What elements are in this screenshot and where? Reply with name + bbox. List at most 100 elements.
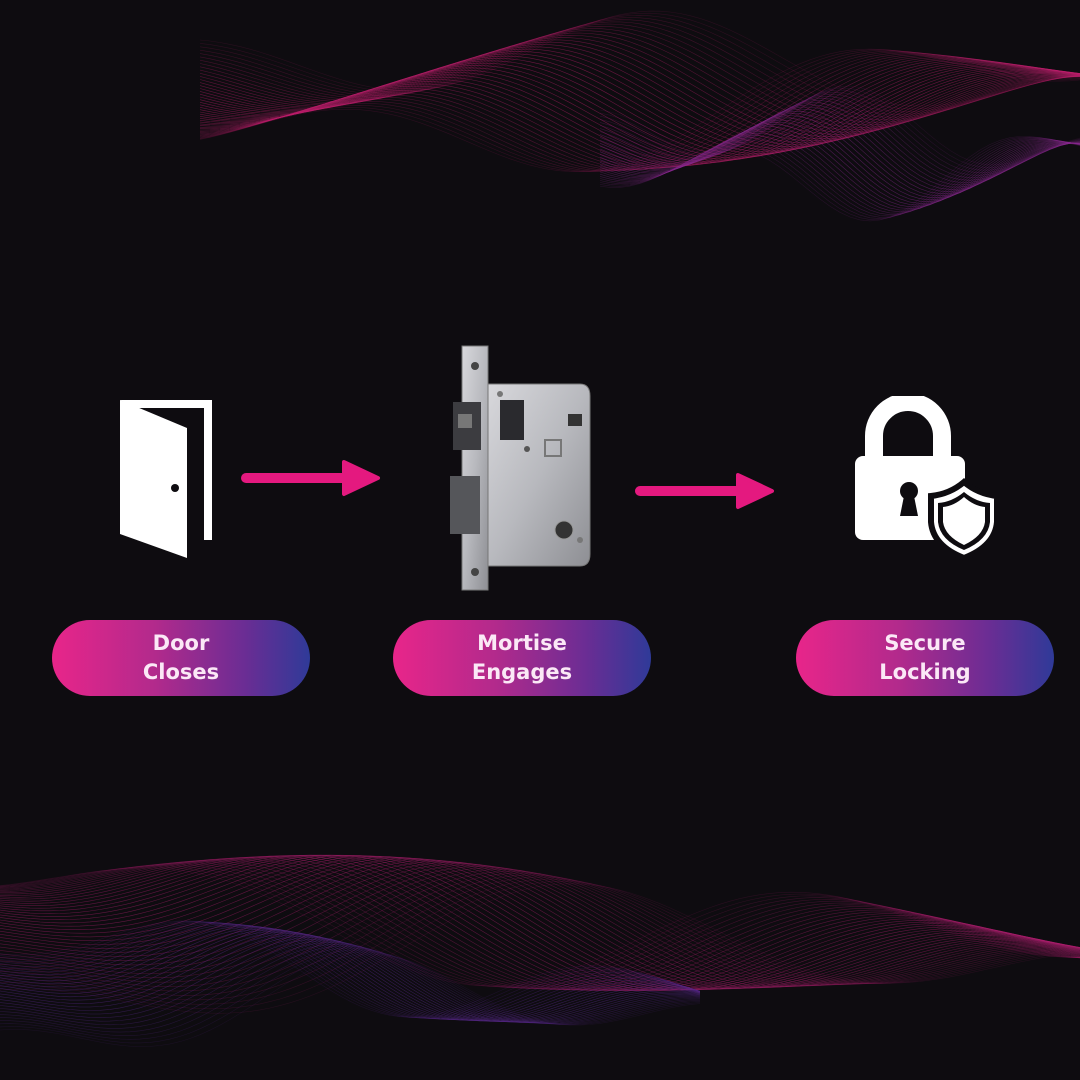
wave-line: [199, 58, 1080, 167]
wave-line: [0, 863, 1080, 989]
wave-line: [199, 60, 1080, 167]
step-label-line: Engages: [471, 660, 573, 684]
wave-line: [0, 934, 701, 1023]
wave-line: [0, 863, 1080, 987]
wave-line: [199, 54, 1080, 171]
wave-line: [0, 928, 701, 1022]
wave-line: [0, 933, 701, 1023]
wave-line: [0, 938, 701, 1024]
wave-line: [0, 880, 1080, 1010]
wave-line: [0, 924, 701, 1021]
step-label-line: Closes: [142, 660, 220, 684]
wave-line: [199, 17, 1080, 115]
wave-line: [199, 57, 1080, 169]
mortise-lock-icon: [450, 345, 591, 591]
wave-line: [0, 947, 701, 1036]
wave-line: [599, 95, 1080, 179]
wave-line: [599, 121, 1080, 204]
wave-line: [599, 110, 1080, 194]
wave-line: [599, 102, 1080, 186]
door-icon: [120, 400, 212, 558]
wave-line: [599, 128, 1080, 209]
wave-line: [199, 53, 1080, 171]
wave-line: [0, 855, 1080, 990]
wave-line: [199, 63, 1080, 164]
wave-line: [0, 864, 1080, 987]
wave-line: [0, 855, 1080, 991]
step-label-secure-locking: Secure Locking: [796, 620, 1054, 696]
wave-line: [599, 136, 1080, 220]
wave-line: [199, 51, 1080, 149]
wave-line: [0, 856, 1080, 990]
wave-line: [199, 14, 1080, 113]
wave-line: [0, 930, 701, 1022]
wave-line: [0, 858, 1080, 989]
wave-line: [0, 857, 1080, 991]
wave-line: [0, 864, 1080, 989]
wave-line: [599, 108, 1080, 192]
wave-line: [0, 854, 1080, 991]
wave-line: [199, 39, 1080, 140]
wave-line: [199, 60, 1080, 166]
wave-line: [199, 61, 1080, 165]
wave-line: [199, 53, 1080, 151]
wave-line: [599, 85, 1080, 166]
wave-line: [199, 23, 1080, 123]
wave-line: [0, 942, 701, 1026]
wave-line: [0, 870, 1080, 987]
wave-line: [599, 87, 1080, 169]
wave-line: [0, 926, 701, 1022]
wave-line: [199, 25, 1080, 126]
wave-line: [199, 51, 1080, 172]
wave-line: [199, 65, 1080, 159]
wave-line: [0, 854, 1080, 991]
wave-line: [199, 57, 1080, 168]
wave-line: [0, 860, 1080, 990]
wave-line: [199, 37, 1080, 138]
wave-line: [199, 10, 1080, 107]
wave-line: [0, 867, 1080, 986]
wave-line: [599, 119, 1080, 202]
wave-line: [599, 135, 1080, 214]
arrow-right-icon: [635, 473, 774, 509]
wave-line: [599, 138, 1080, 217]
arrow-right-icon: [241, 460, 380, 496]
wave-line: [0, 861, 1080, 990]
wave-line: [199, 44, 1080, 144]
wave-line: [199, 62, 1080, 157]
wave-line: [0, 872, 1080, 992]
wave-line: [199, 32, 1080, 133]
wave-line: [0, 858, 1080, 991]
wave-line: [0, 878, 1080, 1005]
wave-line: [599, 130, 1080, 211]
wave-line: [199, 64, 1080, 163]
wave-line: [199, 28, 1080, 128]
wave-line: [0, 855, 1080, 990]
wave-line: [199, 50, 1080, 172]
wave-line: [199, 19, 1080, 118]
wave-line: [0, 860, 1080, 988]
wave-line: [0, 856, 1080, 991]
wave-line: [0, 953, 701, 1047]
padlock-shield-icon: [855, 396, 1000, 562]
wave-line: [599, 126, 1080, 208]
wave-line: [0, 922, 701, 1020]
step-label-line: Door: [152, 631, 210, 655]
wave-line: [0, 935, 701, 1023]
wave-line: [0, 855, 1080, 991]
wave-line: [0, 855, 1080, 991]
wave-line: [599, 93, 1080, 176]
step-label-line: Mortise: [477, 631, 567, 655]
wave-line: [0, 857, 1080, 989]
wave-line: [0, 858, 1080, 988]
wave-line: [599, 124, 1080, 206]
wave-line: [0, 859, 1080, 988]
wave-line: [0, 937, 701, 1023]
wave-line: [0, 862, 1080, 990]
wave-line: [199, 21, 1080, 121]
wave-line: [599, 104, 1080, 188]
wave-line: [0, 920, 701, 1018]
wave-line: [199, 50, 1080, 172]
wave-line: [0, 931, 701, 1022]
wave-line: [0, 858, 1080, 991]
